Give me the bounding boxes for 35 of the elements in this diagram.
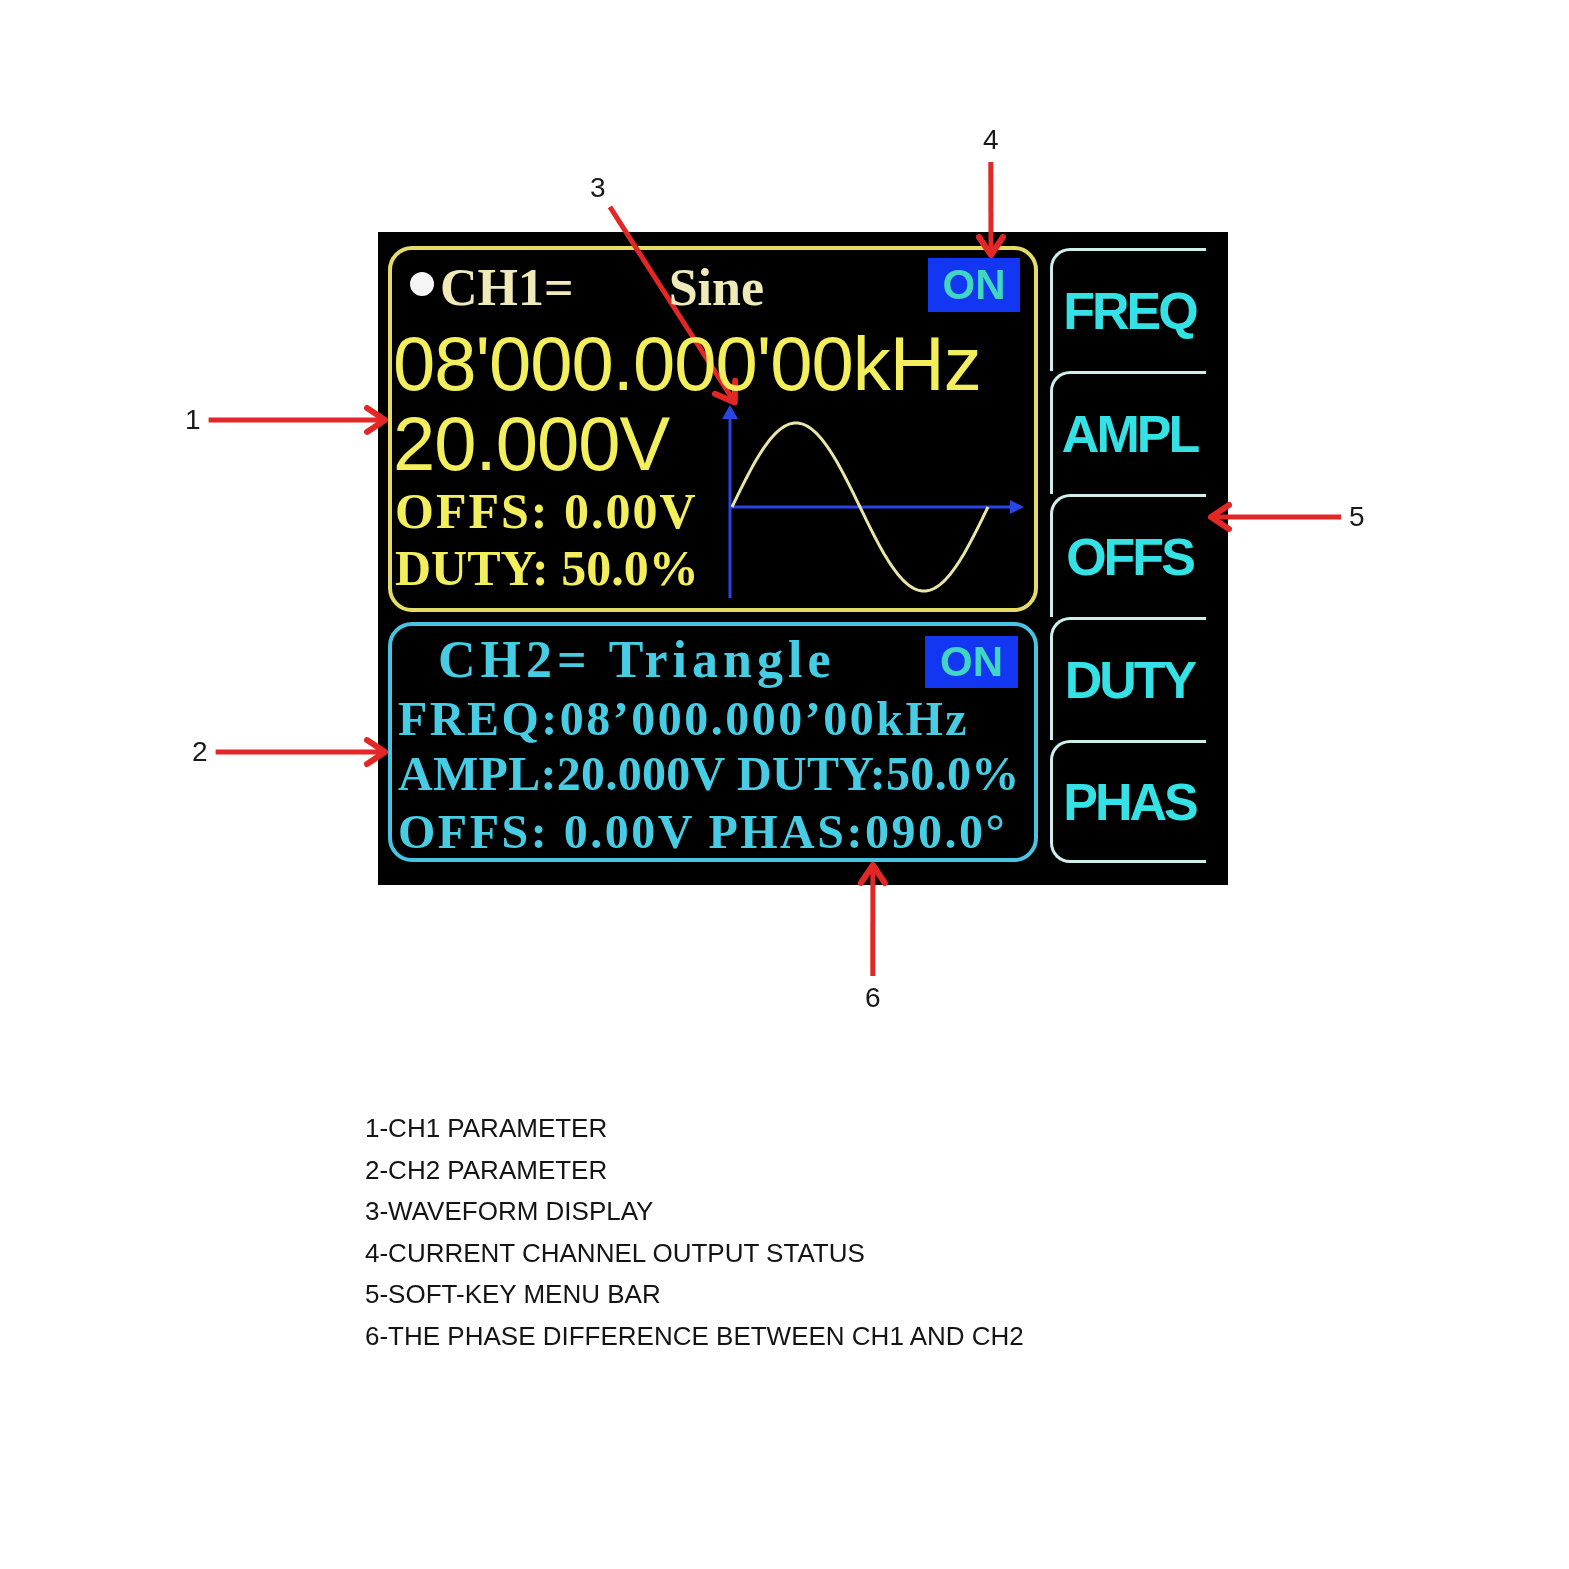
callout-arrow — [215, 737, 388, 768]
amplitude-duty-readout: AMPL:20.000V DUTY:50.0% — [398, 750, 1020, 798]
soft-key: AMPL — [1050, 371, 1206, 494]
channel-panel — [388, 622, 1038, 862]
callout-arrow — [208, 404, 388, 435]
callout-description: 6-THE PHASE DIFFERENCE BETWEEN CH1 AND CH2 — [365, 1323, 1024, 1349]
offset-phase-readout: OFFS: 0.00V PHAS:090.0° — [398, 808, 1008, 856]
callout-description: 4-CURRENT CHANNEL OUTPUT STATUS — [365, 1239, 865, 1266]
output-status-indicator: ON — [928, 258, 1020, 312]
frequency-readout: FREQ:08’000.000’00kHz — [398, 695, 970, 743]
callout-arrow — [1208, 502, 1341, 532]
output-status-indicator: ON — [925, 636, 1018, 688]
amplitude-readout: 20.000V — [393, 406, 670, 482]
soft-key: OFFS — [1050, 494, 1206, 617]
callout-number: 5 — [1349, 503, 1365, 531]
soft-key: FREQ — [1050, 248, 1206, 371]
soft-key: PHAS — [1050, 740, 1206, 863]
channel-heading: CH2= Triangle — [438, 634, 836, 686]
callout-number: 6 — [865, 984, 881, 1012]
lcd-screen — [378, 232, 1228, 885]
callout-description: 2-CH2 PARAMETER — [365, 1156, 608, 1183]
callout-description: 3-WAVEFORM DISPLAY — [365, 1198, 654, 1225]
callout-arrow — [857, 862, 888, 976]
offset-readout: OFFS: 0.00V — [395, 486, 698, 536]
callout-number: 4 — [983, 126, 999, 154]
callout-description: 1-CH1 PARAMETER — [365, 1115, 608, 1141]
soft-key: DUTY — [1050, 617, 1206, 740]
callout-number: 1 — [185, 406, 201, 434]
callout-number: 3 — [590, 174, 606, 202]
callout-number: 2 — [192, 738, 208, 766]
callout-arrow — [975, 162, 1006, 258]
callout-description: 5-SOFT-KEY MENU BAR — [365, 1281, 661, 1308]
waveform-graph — [722, 405, 1024, 598]
channel-heading: CH1= Sine — [440, 262, 764, 314]
duty-readout: DUTY: 50.0% — [395, 543, 699, 593]
